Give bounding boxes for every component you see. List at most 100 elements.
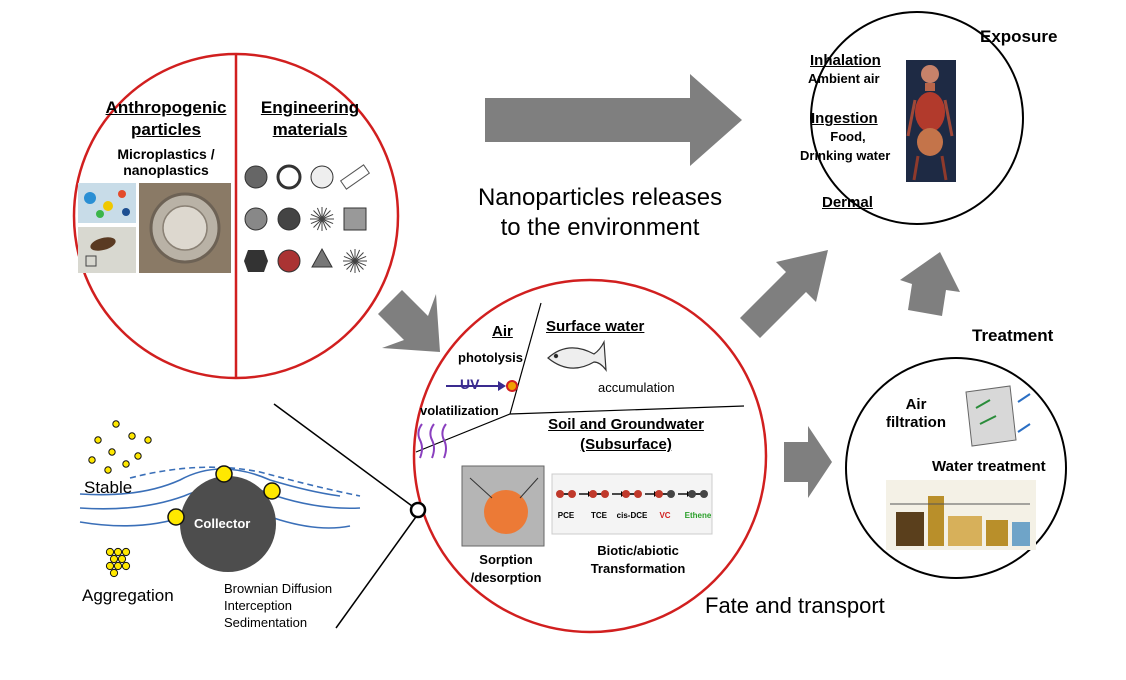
- aggregated-particle: [121, 561, 131, 571]
- biotic-label-2: Transformation: [590, 561, 686, 576]
- urchin-icon: [343, 249, 367, 273]
- soil-groundwater-label-1: Soil and Groundwater: [548, 416, 704, 433]
- engineering-title-2: materials: [272, 120, 348, 139]
- sorption-label-2: /desorption: [470, 570, 542, 585]
- stable-particle: [134, 452, 142, 460]
- drinking-water-label: Drinking water: [800, 148, 891, 163]
- release-label-2: to the environment: [500, 214, 700, 241]
- anthropogenic-title-2: particles: [131, 120, 201, 139]
- aggregated-particle: [117, 554, 127, 564]
- pathway-molecule: [622, 490, 642, 498]
- uv-label: UV: [460, 376, 480, 392]
- stable-particles: [88, 420, 152, 474]
- surface-water-label: Surface water: [546, 318, 645, 335]
- nanomaterials-grid: [244, 164, 371, 273]
- fish-icon: [547, 339, 607, 372]
- aggregated-particles: [105, 547, 131, 578]
- dermal-label: Dermal: [822, 194, 873, 211]
- polyhedron-icon: [244, 250, 268, 272]
- photolysis-label: photolysis: [458, 350, 524, 365]
- stable-particle: [122, 460, 130, 468]
- porous-sphere-icon: [310, 165, 334, 189]
- release-label-1: Nanoparticles releases: [477, 184, 723, 211]
- rough-sphere-icon: [244, 207, 268, 231]
- stable-particle: [104, 466, 112, 474]
- sorption-label-1: Sorption: [479, 552, 533, 567]
- uv-arrow: [446, 380, 518, 392]
- accumulation-label: accumulation: [598, 380, 675, 395]
- stable-particle: [112, 420, 120, 428]
- pathway-molecule: [556, 490, 576, 498]
- aggregated-particle: [109, 568, 119, 578]
- biotic-pathway: PCE TCE cis-DCE VC Ethene: [551, 473, 713, 535]
- sphere-icon: [244, 165, 268, 189]
- shell-icon: [276, 164, 302, 190]
- water-treatment-label: Water treatment: [932, 458, 1046, 475]
- mechanism-brownian: Brownian Diffusion: [224, 581, 333, 596]
- treatment-to-exposure-arrow: [900, 252, 960, 316]
- pathway-molecule: [589, 490, 609, 498]
- microplastics-label-1: Microplastics /: [117, 146, 215, 162]
- inhalation-label: Inhalation: [810, 52, 881, 69]
- microplastics-photos: [78, 183, 231, 273]
- striped-sphere-icon: [277, 249, 301, 273]
- collector-label: Collector: [194, 516, 251, 531]
- exposure-title: Exposure: [980, 27, 1058, 46]
- aggregated-particle: [105, 561, 115, 571]
- aggregated-particle: [109, 554, 119, 564]
- air-filtration-label-2: filtration: [886, 414, 946, 431]
- sources-to-fate-arrow: [378, 290, 440, 352]
- air-filter-image: [965, 385, 1031, 447]
- pathway-label: TCE: [591, 511, 608, 520]
- human-anatomy-image: [906, 60, 956, 182]
- stable-particle: [108, 448, 116, 456]
- stable-particle: [94, 436, 102, 444]
- nanostar-cluster-icon: [311, 247, 333, 268]
- aggregated-particle: [113, 561, 123, 571]
- stable-particle: [128, 432, 136, 440]
- pathway-panel: [551, 473, 713, 535]
- stable-particle: [144, 436, 152, 444]
- volatilization-label: volatilization: [420, 403, 499, 418]
- mechanism-interception: Interception: [224, 598, 292, 613]
- pathway-label: PCE: [558, 511, 575, 520]
- soil-groundwater-label-2: (Subsurface): [580, 436, 672, 453]
- release-arrow: [485, 74, 742, 166]
- fate-dividers: [415, 302, 745, 453]
- mechanism-sedimentation: Sedimentation: [224, 615, 308, 630]
- dendrimer-icon: [310, 207, 334, 231]
- attached-particles: [167, 465, 281, 526]
- textured-sphere-icon: [277, 207, 301, 231]
- food-label: Food,: [830, 129, 866, 144]
- ingestion-label: Ingestion: [811, 110, 878, 127]
- ambient-air-label: Ambient air: [808, 71, 880, 86]
- sorption-diagram: [461, 465, 545, 547]
- pathway-label: Ethene: [685, 511, 712, 520]
- fate-to-treatment-arrow: [784, 426, 832, 498]
- stable-particle: [88, 456, 96, 464]
- nanotube-icon: [339, 164, 371, 190]
- collector-grain: [180, 476, 276, 572]
- biotic-label-1: Biotic/abiotic: [597, 543, 679, 558]
- air-label: Air: [492, 323, 513, 340]
- fate-transport-caption: Fate and transport: [705, 593, 885, 618]
- fate-to-exposure-arrow: [740, 250, 828, 338]
- water-treatment-plant-image: [886, 480, 1036, 550]
- zoom-lines: [273, 403, 427, 629]
- engineering-title-1: Engineering: [260, 98, 360, 117]
- aggregated-particle: [105, 547, 115, 557]
- volatilization-arrows: [417, 423, 447, 459]
- aggregated-particle: [121, 547, 131, 557]
- aggregation-label: Aggregation: [82, 586, 174, 605]
- anthropogenic-title-1: Anthropogenic: [105, 98, 227, 117]
- pathway-label: cis-DCE: [617, 511, 648, 520]
- treatment-title: Treatment: [972, 326, 1054, 345]
- mesh-icon: [343, 207, 367, 231]
- pathway-molecule: [688, 490, 708, 498]
- microplastics-label-2: nanoplastics: [123, 162, 209, 178]
- pathway-molecule: [655, 490, 675, 498]
- stable-label: Stable: [84, 478, 133, 497]
- sources-circle: [72, 52, 400, 380]
- pathway-label: VC: [659, 511, 670, 520]
